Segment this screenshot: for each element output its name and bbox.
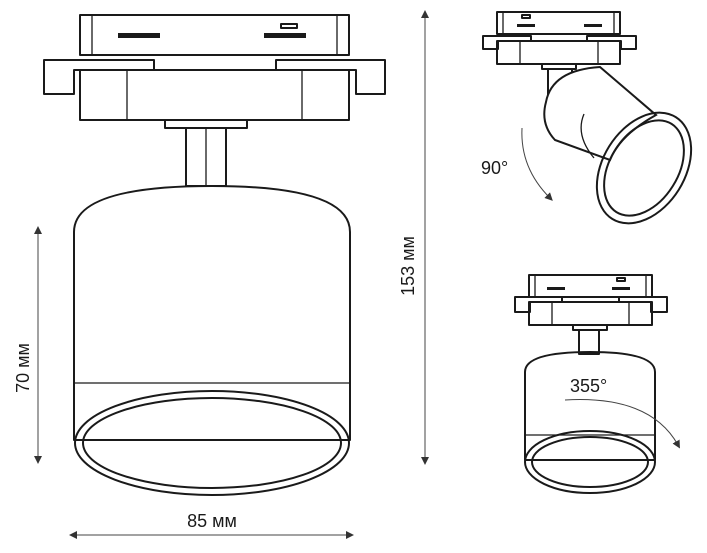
tilt-label: 90° xyxy=(481,158,508,178)
body-height-label: 70 мм xyxy=(13,343,33,393)
tilted-view xyxy=(482,11,693,225)
height-label: 153 мм xyxy=(398,236,418,296)
rotation-view xyxy=(514,274,680,494)
rotate-label: 355° xyxy=(570,376,607,396)
main-front-view xyxy=(43,14,386,496)
width-label: 85 мм xyxy=(187,511,237,531)
